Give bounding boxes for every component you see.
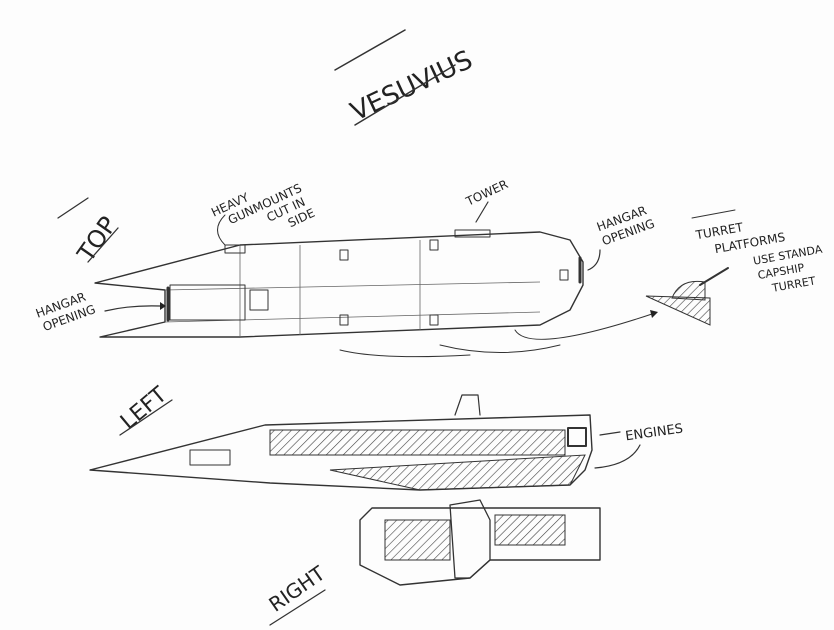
top-view-label: TOP	[57, 197, 122, 268]
turret-sketch	[645, 267, 729, 326]
right-view-label: RIGHT	[264, 561, 330, 626]
hangar-front-annotation: HANGAR OPENING	[595, 203, 657, 248]
right-view-ship	[359, 499, 601, 586]
turret-annotation: TURRET PLATFORMS USE STANDA CAPSHIP TURR…	[694, 220, 824, 295]
title: VESUVIUS	[346, 45, 477, 127]
left-view-label: LEFT	[116, 382, 173, 436]
hangar-rear-annotation: HANGAR OPENING	[34, 290, 98, 334]
title-group: VESUVIUS	[334, 29, 477, 127]
arrow-icon	[650, 310, 658, 318]
engines-label: ENGINES	[624, 421, 684, 444]
top-view-ship	[94, 229, 658, 358]
left-view-ship	[89, 394, 593, 491]
top-label: TOP	[71, 211, 122, 267]
left-label: LEFT	[116, 382, 172, 435]
